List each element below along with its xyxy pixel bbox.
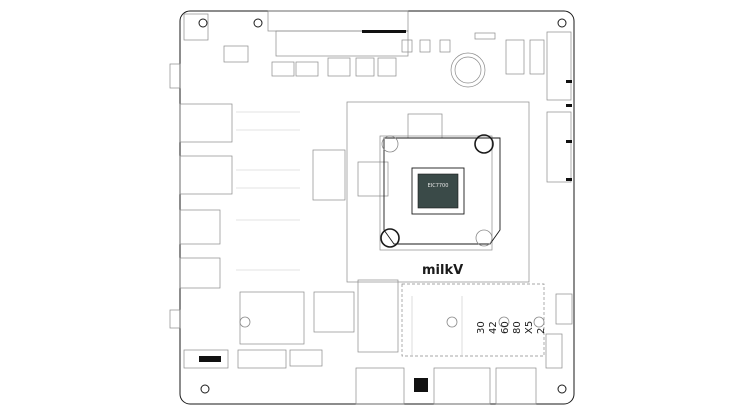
traces xyxy=(236,111,463,356)
soc-chip-label: EIC7700 xyxy=(428,183,449,189)
mount-hole-bottom-right xyxy=(557,384,567,394)
cooler-frame xyxy=(383,137,501,245)
cooler-hole-top-left xyxy=(381,135,399,153)
soc-package xyxy=(411,167,465,215)
slot-label-60: 60 xyxy=(500,321,511,334)
slot-label-30: 30 xyxy=(476,321,487,334)
cooler-hole-bottom-right xyxy=(475,229,493,247)
mount-hole-top-2 xyxy=(253,18,263,28)
slot-label-42: 42 xyxy=(488,321,499,334)
brand-logo: milkV xyxy=(422,263,463,278)
side-label: 2 xyxy=(536,328,547,334)
dark-fills xyxy=(199,30,572,392)
m2-standoffs xyxy=(239,316,545,328)
soc-die xyxy=(417,173,459,209)
mount-hole-top-left xyxy=(198,18,208,28)
cooler-screw-bottom-left xyxy=(380,228,400,248)
mount-hole-bottom-left xyxy=(200,384,210,394)
slot-label-80: 80 xyxy=(512,321,523,334)
board-outline xyxy=(179,10,575,405)
mount-hole-top-right xyxy=(557,18,567,28)
component-outlines xyxy=(169,10,573,405)
cooler-screw-top-right xyxy=(474,134,494,154)
slot-key-label: X5 xyxy=(524,321,535,334)
